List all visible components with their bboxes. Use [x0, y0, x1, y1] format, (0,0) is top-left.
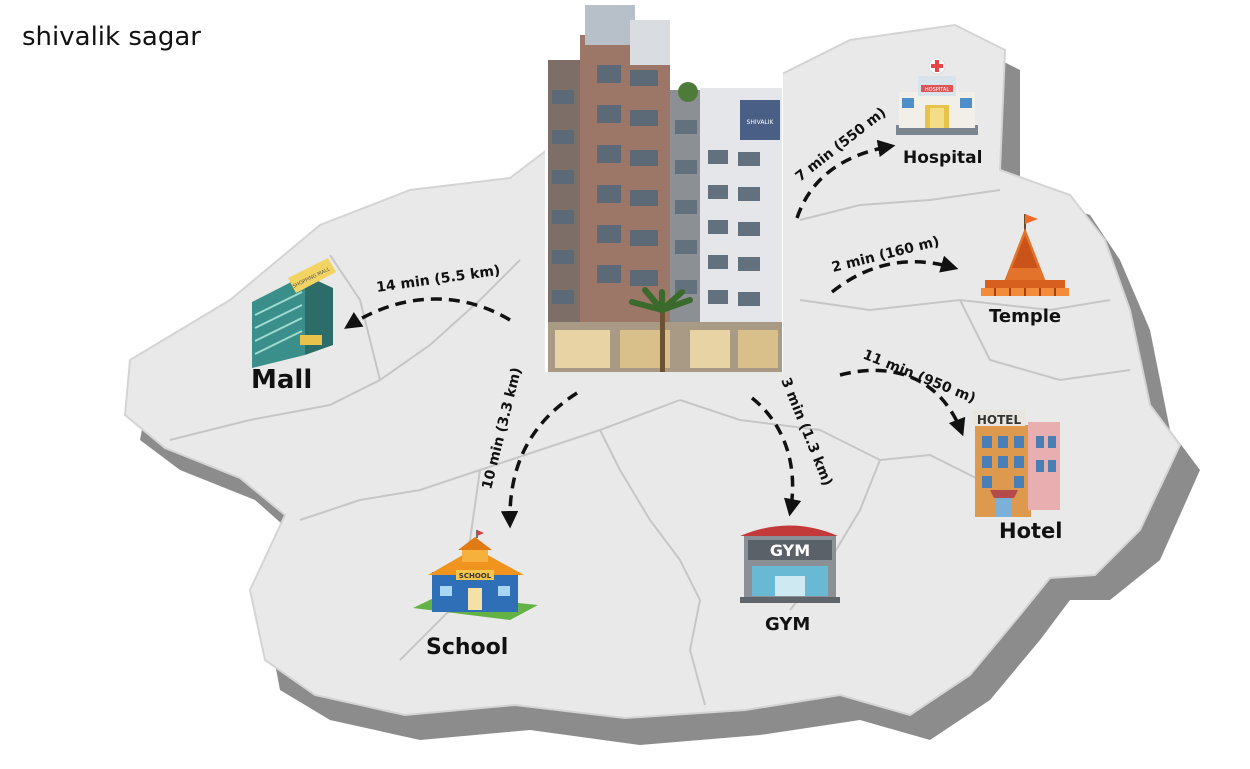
label-hotel: Hotel [999, 519, 1063, 543]
gym-icon: GYM [740, 525, 840, 603]
district-borders [169, 189, 1131, 706]
building-image: SHIVALIK [545, 0, 783, 372]
route-arrow-temple [830, 255, 959, 294]
route-arrow-gym [750, 396, 802, 517]
hotel-sign: HOTEL [977, 413, 1022, 427]
label-mall: Mall [251, 365, 313, 395]
temple-icon [981, 214, 1069, 296]
building-sign: SHIVALIK [747, 119, 775, 126]
mall-icon: SHOPPING MALL [252, 258, 336, 368]
route-arrow-school [500, 391, 578, 529]
route-arrow-hospital [795, 139, 896, 219]
label-temple: Temple [989, 306, 1062, 327]
label-hospital: Hospital [903, 148, 983, 168]
route-arrows [344, 139, 966, 529]
hospital-icon: HOSPITAL [896, 57, 978, 135]
label-gym: GYM [765, 614, 811, 635]
school-sign: SCHOOL [459, 572, 492, 580]
gym-sign: GYM [770, 541, 810, 560]
route-arrow-hotel [839, 368, 966, 437]
route-arrow-mall [344, 297, 511, 329]
page-title: shivalik sagar [22, 22, 201, 52]
school-icon: SCHOOL [413, 530, 538, 620]
label-school: School [426, 635, 509, 660]
hospital-sign: HOSPITAL [925, 87, 949, 93]
hotel-icon: HOTEL [973, 410, 1060, 517]
